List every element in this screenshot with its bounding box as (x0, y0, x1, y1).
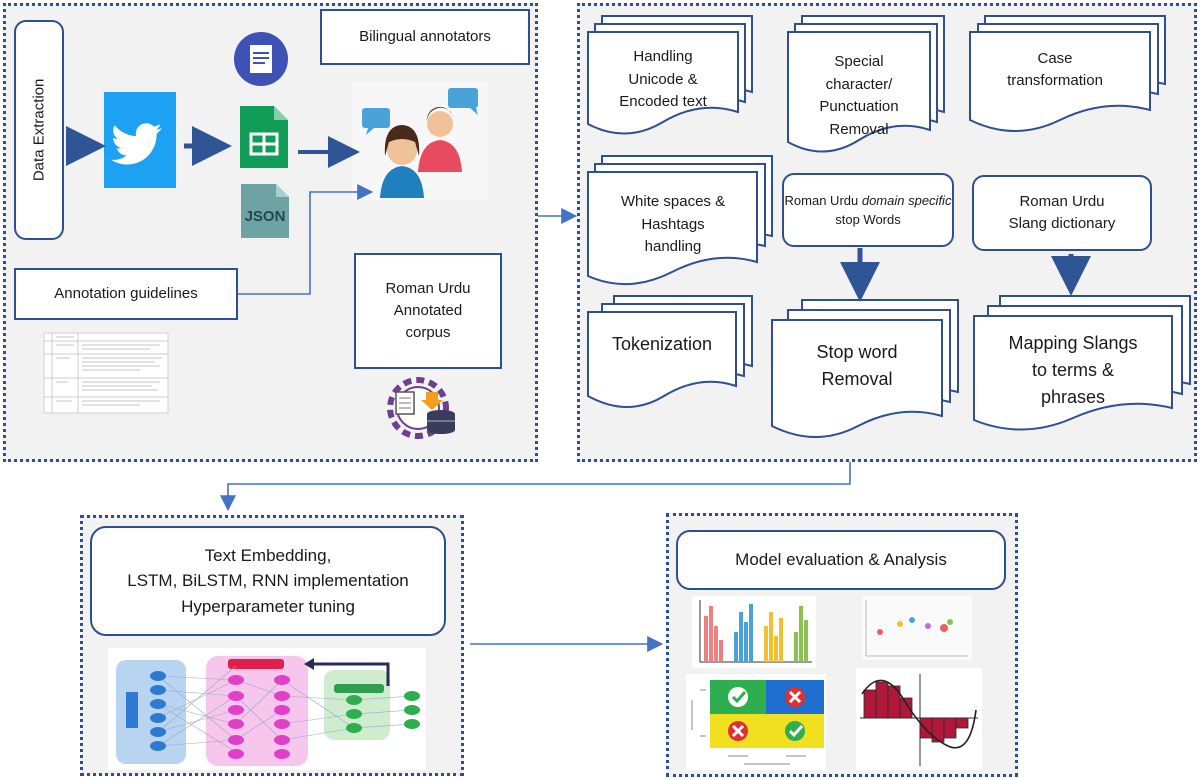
special-line-1: Special (834, 53, 884, 70)
corpus-line-2: Annotated (393, 302, 463, 320)
corpus-line-3: corpus (405, 323, 451, 341)
unicode-line-1: Handling (633, 48, 693, 66)
bilingual-annotators-label: Bilingual annotators (359, 28, 491, 46)
case-line-2: transformation (1007, 72, 1103, 89)
unicode-handling-text: Handling Unicode & Encoded text (588, 40, 738, 120)
stopword-removal-line-1: Stop word (816, 342, 898, 362)
slang-dict-line-1: Roman Urdu (1019, 193, 1105, 211)
slang-dictionary-box: Roman Urdu Slang dictionary (972, 175, 1152, 251)
json-label: JSON (244, 208, 286, 225)
modeling-steps-box: Text Embedding, LSTM, BiLSTM, RNN implem… (90, 526, 446, 636)
annotation-guidelines-box: Annotation guidelines (14, 268, 238, 320)
evaluation-title-box: Model evaluation & Analysis (676, 530, 1006, 590)
tokenization-label: Tokenization (611, 333, 713, 354)
modeling-line-2: LSTM, BiLSTM, RNN implementation (127, 571, 409, 591)
slang-dict-line-2: Slang dictionary (1008, 215, 1116, 232)
special-line-3: Punctuation (819, 98, 899, 115)
docs-icon (234, 32, 288, 86)
annotation-guidelines-label: Annotation guidelines (54, 285, 198, 303)
domain-stopwords-label: Roman Urdu domain specific stop Words (784, 191, 952, 230)
bilingual-annotators-box: Bilingual annotators (320, 9, 530, 65)
data-extraction-box: Data Extraction (14, 20, 64, 240)
tokenization-text: Tokenization (588, 324, 736, 364)
unicode-line-2: Unicode & (628, 70, 698, 88)
whitespace-line-1: White spaces & (620, 193, 726, 211)
json-file-icon: JSON (240, 184, 290, 238)
domain-stopwords-box: Roman Urdu domain specific stop Words (782, 173, 954, 247)
mapping-line-1: Mapping Slangs (1008, 332, 1138, 353)
twitter-icon (104, 92, 176, 188)
modeling-line-3: Hyperparameter tuning (181, 596, 355, 616)
arrow-preprocessing-to-modeling (220, 462, 851, 512)
case-line-1: Case (1037, 49, 1073, 67)
unicode-line-3: Encoded text (619, 93, 707, 111)
stopword-removal-line-2: Removal (821, 369, 893, 389)
modeling-line-1: Text Embedding, (204, 545, 332, 565)
special-char-removal-text: Special character/ Punctuation Removal (788, 48, 930, 144)
sheets-icon (238, 106, 290, 168)
evaluation-title: Model evaluation & Analysis (735, 549, 947, 569)
mapping-line-3: phrases (1040, 386, 1106, 407)
data-extraction-label: Data Extraction (30, 78, 48, 182)
domain-stopwords-prefix: Roman Urdu (784, 192, 862, 208)
case-transformation-text: Case transformation (970, 38, 1140, 102)
corpus-line-1: Roman Urdu (385, 280, 471, 298)
whitespace-line-2: Hashtags (641, 215, 705, 233)
annotated-corpus-box: Roman Urdu Annotated corpus (354, 253, 502, 369)
domain-stopwords-italic: domain specific (861, 192, 952, 208)
mapping-slangs-text: Mapping Slangs to terms & phrases (974, 330, 1172, 410)
whitespace-line-3: handling (644, 238, 702, 256)
mapping-line-2: to terms & (1031, 359, 1115, 380)
special-line-2: character/ (825, 75, 893, 93)
domain-stopwords-suffix: stop Words (835, 212, 901, 227)
special-line-4: Removal (829, 120, 889, 138)
whitespace-hashtags-text: White spaces & Hashtags handling (588, 182, 758, 268)
stopword-removal-text: Stop word Removal (772, 334, 942, 398)
